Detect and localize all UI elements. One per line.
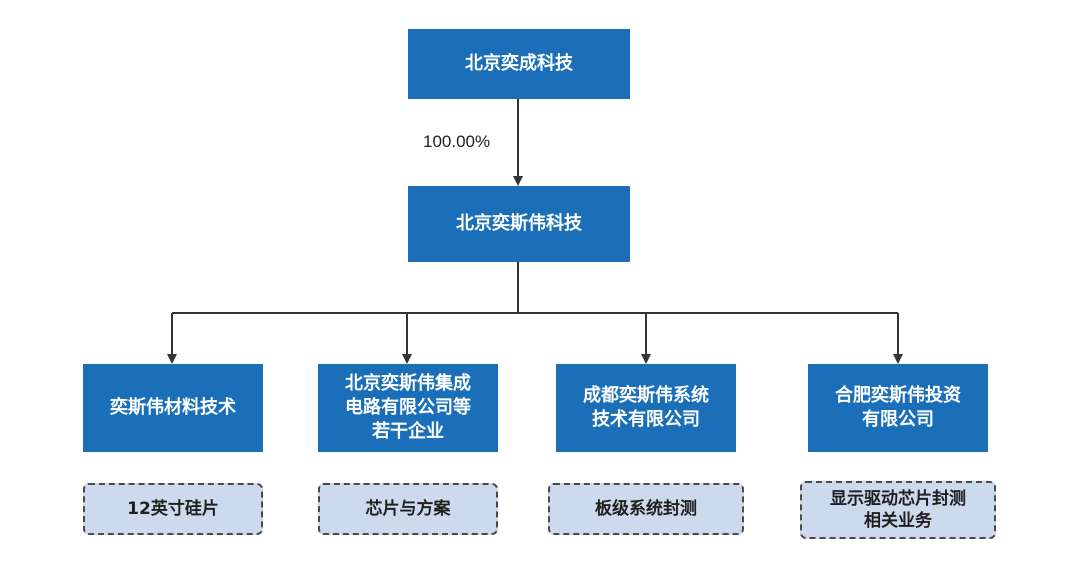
root-node-label: 北京奕成科技 (465, 53, 573, 74)
subsidiary-node-3: 成都奕斯伟系统 技术有限公司 (556, 364, 736, 452)
business-label-3: 板级系统封测 (595, 499, 697, 519)
business-tag-2: 芯片与方案 (318, 483, 498, 535)
business-tag-4: 显示驱动芯片封测 相关业务 (800, 481, 996, 539)
subsidiary-node-2: 北京奕斯伟集成 电路有限公司等 若干企业 (318, 364, 498, 452)
business-tag-1: 12英寸硅片 (83, 483, 263, 535)
subsidiary-label-4: 合肥奕斯伟投资 有限公司 (835, 385, 961, 430)
business-label-4: 显示驱动芯片封测 相关业务 (830, 489, 966, 531)
ownership-percentage: 100.00% (423, 132, 491, 151)
subsidiary-label-1: 奕斯伟材料技术 (110, 397, 236, 418)
business-tag-3: 板级系统封测 (548, 483, 744, 535)
subsidiary-node-1: 奕斯伟材料技术 (83, 364, 263, 452)
parent-node-label: 北京奕斯伟科技 (456, 213, 582, 234)
business-label-1: 12英寸硅片 (127, 499, 219, 519)
parent-node: 北京奕斯伟科技 (408, 186, 630, 262)
subsidiary-label-3: 成都奕斯伟系统 技术有限公司 (583, 385, 709, 430)
subsidiary-label-2: 北京奕斯伟集成 电路有限公司等 若干企业 (345, 373, 471, 442)
root-node: 北京奕成科技 (408, 29, 630, 99)
business-label-2: 芯片与方案 (365, 499, 451, 519)
subsidiary-node-4: 合肥奕斯伟投资 有限公司 (808, 364, 988, 452)
